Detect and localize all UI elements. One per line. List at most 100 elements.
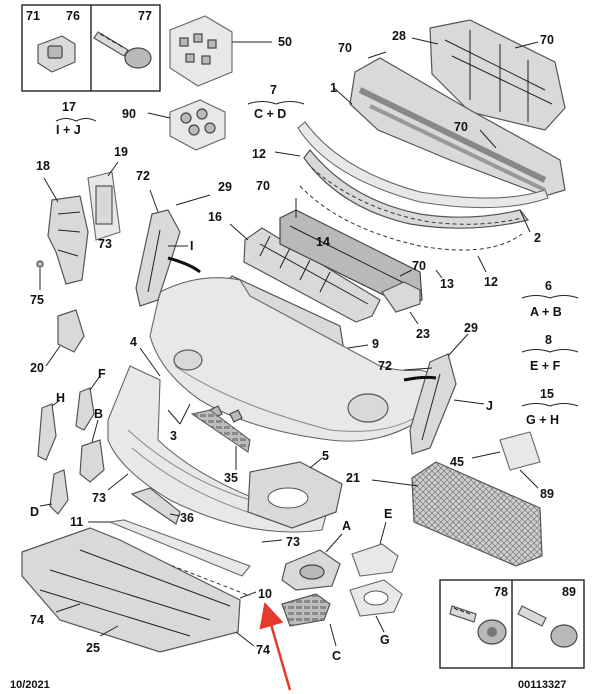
label-15: 15 (540, 387, 554, 401)
label-H: H (56, 391, 65, 405)
label-29-b: 29 (464, 321, 478, 335)
bracket-18 (43, 177, 89, 285)
label-25: 25 (86, 641, 100, 655)
grille-insert-35 (190, 409, 251, 470)
bracket-D (39, 469, 69, 515)
label-10: 10 (258, 587, 272, 601)
label-74-b: 74 (256, 643, 270, 657)
label-1: 1 (330, 81, 337, 95)
label-28: 28 (392, 29, 406, 43)
reinforcement-bar-13 (279, 198, 443, 307)
fog-trim-5 (247, 457, 343, 529)
label-F: F (98, 367, 106, 381)
trim-strip-12-lower (299, 185, 523, 273)
side-bracket-17-I (135, 189, 211, 307)
label-75: 75 (30, 293, 44, 307)
absorber-beam-16 (229, 223, 381, 323)
label-I: I (190, 239, 193, 253)
label-7-kit: C + D (254, 107, 286, 121)
label-J: J (486, 399, 493, 413)
footer-reference: 00113327 (518, 679, 566, 691)
label-12-b: 12 (484, 275, 498, 289)
label-89-b: 89 (562, 585, 576, 599)
clip-pack-90 (147, 99, 226, 151)
bracket-36 (130, 487, 181, 525)
absorber-28 (411, 19, 566, 131)
bezel-G (349, 579, 403, 633)
label-8-kit: E + F (530, 359, 561, 373)
label-7: 7 (270, 83, 277, 97)
strip-10 (105, 539, 257, 599)
label-70-b: 70 (540, 33, 554, 47)
bezel-A (281, 533, 343, 591)
label-70-c: 70 (454, 120, 468, 134)
label-19: 19 (114, 145, 128, 159)
label-74-a: 74 (30, 613, 44, 627)
fastener-box-78-89 (439, 579, 585, 669)
label-9: 9 (372, 337, 379, 351)
clip-73-lower (261, 539, 283, 543)
label-A: A (342, 519, 351, 533)
strip-11 (88, 519, 251, 577)
label-72-b: 72 (378, 359, 392, 373)
pin-89 (517, 605, 578, 648)
label-16: 16 (208, 210, 222, 224)
bracket-B (79, 419, 105, 483)
label-73-a: 73 (98, 237, 112, 251)
pointer-arrow (259, 601, 292, 691)
label-35: 35 (224, 471, 238, 485)
label-6-kit: A + B (530, 305, 562, 319)
label-20: 20 (30, 361, 44, 375)
label-17-kit: I + J (56, 123, 81, 137)
label-45: 45 (450, 455, 464, 469)
label-72-a: 72 (136, 169, 150, 183)
fastener-box-71-76-77 (21, 4, 161, 92)
label-90: 90 (122, 107, 136, 121)
screw-78 (449, 605, 507, 645)
label-15-kit: G + H (526, 413, 559, 427)
callout-labels: 71 76 77 50 17 I + J 90 7 C + D 70 28 70… (26, 9, 576, 663)
label-5: 5 (322, 449, 329, 463)
side-bracket-15-J (403, 333, 485, 455)
label-11: 11 (70, 515, 83, 529)
label-18: 18 (36, 159, 50, 173)
label-50: 50 (278, 35, 292, 49)
label-36: 36 (180, 511, 194, 525)
clip-75 (36, 260, 44, 290)
label-78: 78 (494, 585, 508, 599)
upper-grille-1 (333, 51, 566, 197)
pad-45 (471, 431, 541, 489)
footer-date: 10/2021 (10, 679, 50, 691)
label-6: 6 (545, 279, 552, 293)
bezel-C (281, 593, 337, 647)
label-E: E (384, 507, 392, 521)
clip-pack-50 (169, 15, 272, 87)
label-17: 17 (62, 100, 76, 114)
bezel-E (351, 521, 399, 577)
label-29-a: 29 (218, 180, 232, 194)
label-2: 2 (534, 231, 541, 245)
chrome-strip-2 (303, 149, 531, 233)
label-C: C (332, 649, 341, 663)
label-77: 77 (138, 9, 152, 23)
bracket-H (37, 399, 61, 461)
lower-mesh-21 (371, 461, 543, 567)
label-3: 3 (170, 429, 177, 443)
bracket-19 (87, 161, 121, 241)
label-12-a: 12 (252, 147, 266, 161)
beam-end-23 (381, 281, 421, 325)
label-B: B (94, 407, 103, 421)
bumper-shell-3 (139, 277, 441, 442)
label-70-e: 70 (412, 259, 426, 273)
label-73-c: 73 (286, 535, 300, 549)
label-89-a: 89 (540, 487, 554, 501)
label-70-a: 70 (338, 41, 352, 55)
trim-strip-12-upper (274, 121, 549, 209)
screw-77 (93, 31, 152, 69)
lower-bumper-3 (107, 365, 331, 533)
label-14: 14 (316, 235, 330, 249)
label-G: G (380, 633, 390, 647)
label-76: 76 (66, 9, 80, 23)
label-13: 13 (440, 277, 454, 291)
